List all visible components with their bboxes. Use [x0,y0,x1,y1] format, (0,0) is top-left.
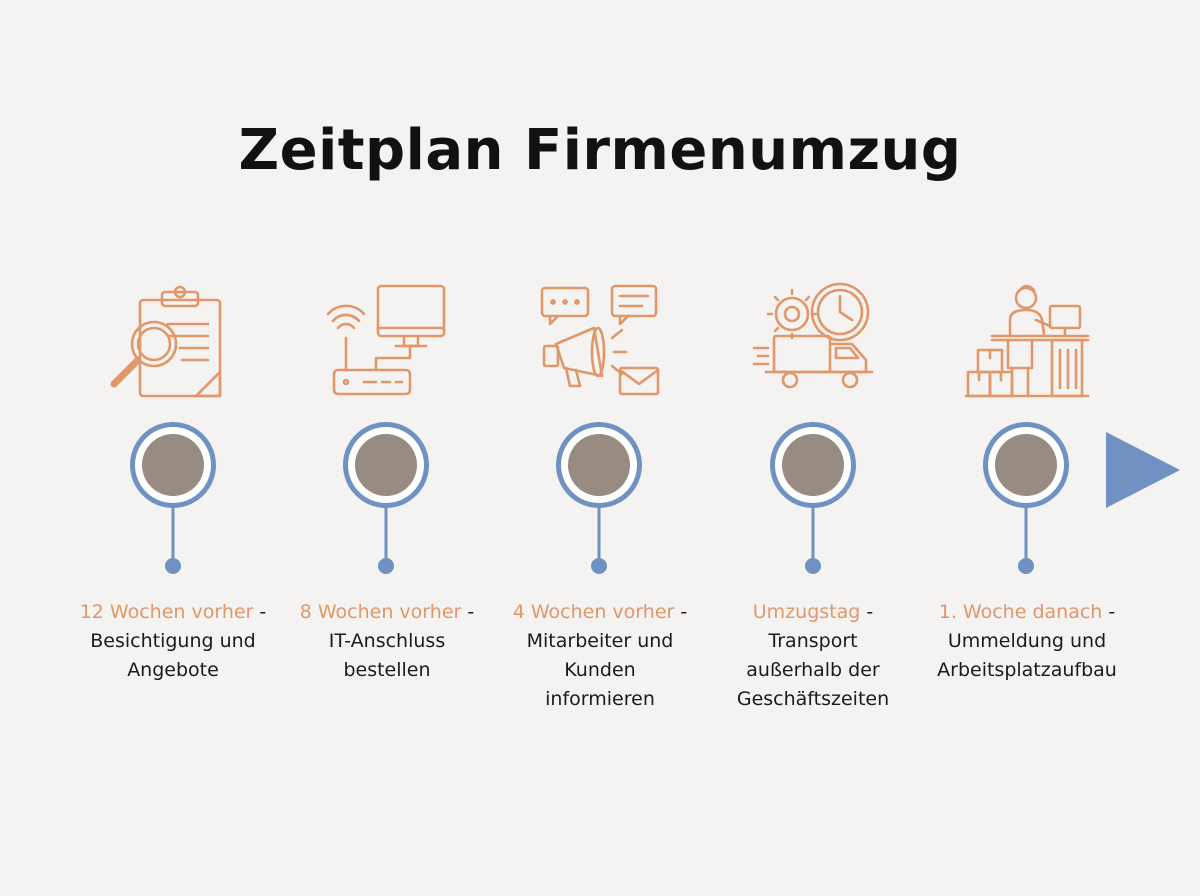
step-time: Umzugstag [752,601,861,623]
step-time: 4 Wochen vorher [512,601,675,623]
step-description: Besichtigung und Angebote [90,630,256,681]
timeline-node-4 [770,422,856,574]
node-center [995,434,1057,496]
timeline-node-2 [343,422,429,574]
connector-dot [805,558,821,574]
megaphone-messages-icon [540,284,660,396]
step-description: Transport außerhalb der Geschäftszeiten [736,630,890,710]
timeline-arrowhead [1106,432,1180,508]
step-label-3: 4 Wochen vorher -Mitarbeiter und Kunden … [485,598,715,714]
step-separator: - [461,601,475,623]
connector-dot [591,558,607,574]
timeline-node-1 [130,422,216,574]
computer-router-icon [326,284,446,396]
step-description: Mitarbeiter und Kunden informieren [526,630,674,710]
step-separator: - [253,601,267,623]
truck-clock-icon [752,282,874,389]
step-label-4: Umzugstag - Transport außerhalb der Gesch… [698,598,928,714]
step-description: Ummeldung und Arbeitsplatzaufbau [937,630,1117,681]
step-time: 12 Wochen vorher [79,601,254,623]
node-center [355,434,417,496]
connector-dot [165,558,181,574]
connector-dot [378,558,394,574]
clipboard-magnifier-icon [110,285,222,398]
timeline-node-3 [556,422,642,574]
step-separator: - [674,601,688,623]
connector-dot [1018,558,1034,574]
step-separator: - [860,601,874,623]
timeline-node-5 [983,422,1069,574]
step-description: IT-Anschluss bestellen [328,630,446,681]
step-label-5: 1. Woche danach - Ummeldung und Arbeitspl… [910,598,1144,685]
node-center [782,434,844,496]
node-center [568,434,630,496]
step-time: 1. Woche danach [938,601,1103,623]
step-time: 8 Wochen vorher [299,601,462,623]
step-label-1: 12 Wochen vorher - Besichtigung und Angeb… [58,598,288,685]
step-separator: - [1102,601,1116,623]
page-title: Zeitplan Firmenumzug [238,118,962,183]
office-desk-person-icon [964,284,1090,398]
node-center [142,434,204,496]
step-label-2: 8 Wochen vorher -IT-Anschluss bestellen [272,598,502,685]
